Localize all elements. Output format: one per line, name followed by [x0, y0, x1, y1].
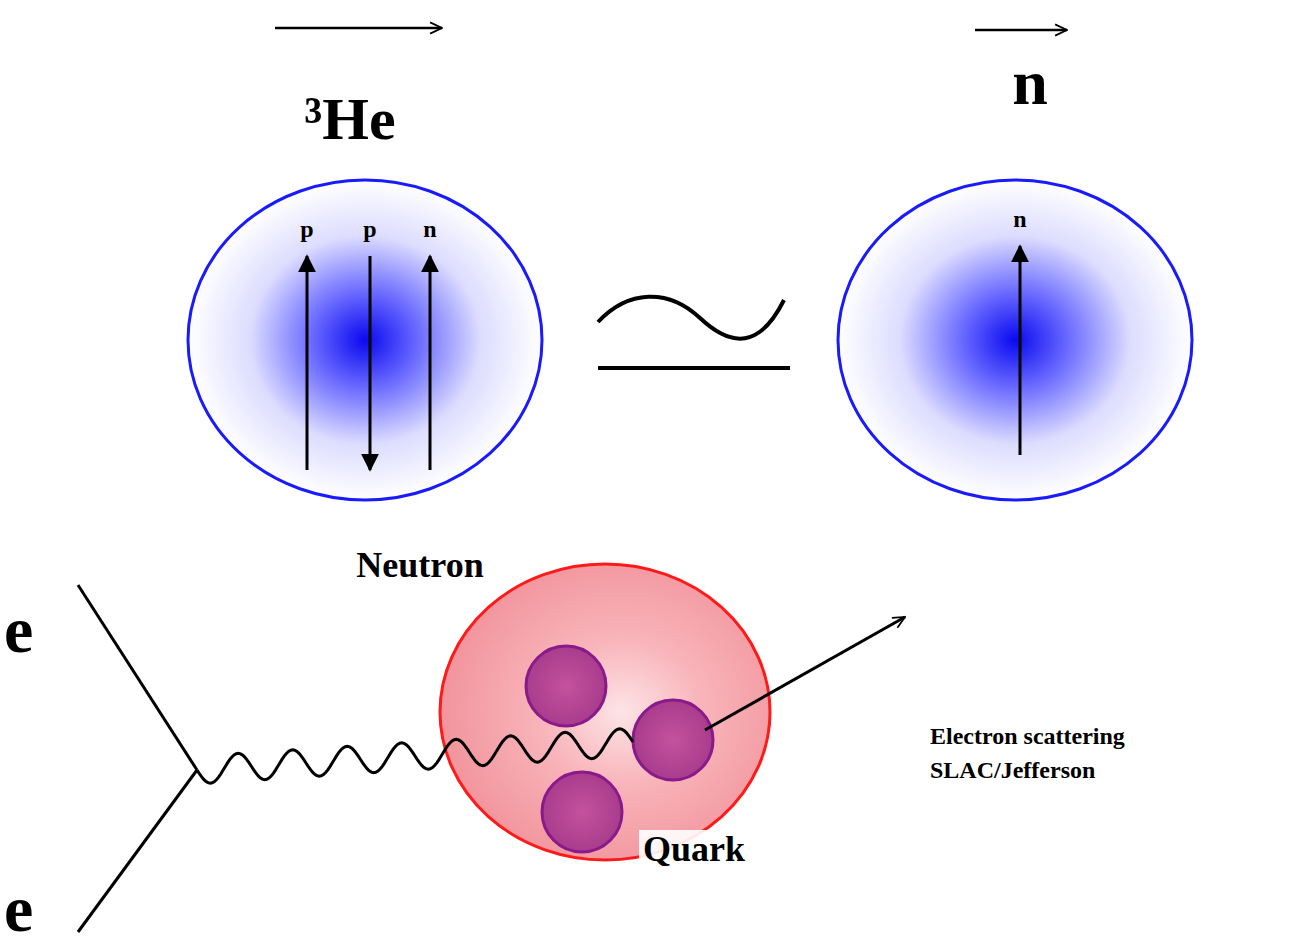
spin-arrow [306, 256, 309, 470]
electron-line [78, 770, 197, 932]
neutron-structure: NeutronQuark [320, 540, 820, 874]
quark-circle [526, 646, 606, 726]
particle-outline [838, 180, 1192, 500]
node-outline [320, 540, 820, 870]
nucleus-symbol: ³He [304, 86, 395, 152]
quark-circle [633, 700, 713, 780]
quark-circle [542, 772, 622, 852]
nucleon-label: n [423, 216, 436, 242]
polarization-arrow [275, 27, 442, 30]
nucleon-label: p [363, 216, 376, 242]
particle-label: Neutron [356, 546, 483, 586]
nucleon-label: n [1013, 206, 1026, 232]
nucleon-label: p [300, 216, 313, 242]
approx-wave [598, 297, 784, 339]
electron-line [78, 585, 197, 770]
particle-label: Quark [639, 830, 749, 870]
helium-nucleus: ³He p p n [180, 20, 550, 505]
spin-arrow [429, 256, 432, 470]
experiment-note: Electron scattering SLAC/Jefferson [930, 720, 1165, 787]
scattered-quark-arrow [705, 617, 905, 730]
photon-wave [197, 729, 633, 783]
spin-arrow [1019, 246, 1022, 455]
polarization-arrow [975, 29, 1067, 32]
particle-outline [440, 564, 770, 860]
spin-arrow [369, 256, 372, 470]
neutron-sphere: nn [830, 20, 1200, 505]
particle-outline [188, 180, 542, 500]
neutron-symbol: n [1012, 48, 1048, 118]
particle-symbol: e [4, 876, 33, 942]
particle-symbol: e [4, 597, 33, 663]
approx-bar [598, 366, 790, 370]
